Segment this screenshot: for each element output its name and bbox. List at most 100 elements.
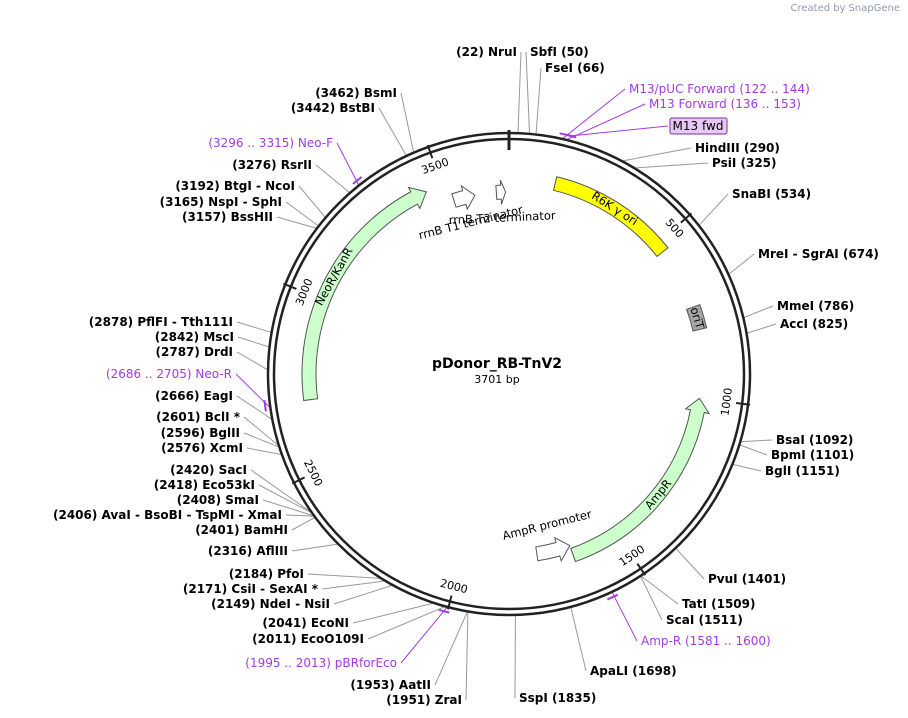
label-mmei[interactable]: MmeI (786): [777, 299, 854, 313]
primer-m13-fwd-box[interactable]: M13 fwd: [669, 117, 728, 135]
label-nspi-sphi[interactable]: (3165) NspI - SphI: [160, 195, 282, 209]
tick-label-1500: 1500: [617, 543, 647, 569]
primer-mark-neo-r[interactable]: [263, 400, 267, 412]
label-aatii[interactable]: (1953) AatII: [350, 678, 431, 692]
feature-label-neor-kanr: NeoR/KanR: [312, 245, 355, 308]
plasmid-name: pDonor_RB-TnV2: [432, 356, 562, 372]
label-bcli[interactable]: (2601) BclI *: [156, 410, 241, 424]
brand-created-by: Created by: [790, 3, 846, 14]
label-bsshii[interactable]: (3157) BssHII: [182, 210, 273, 224]
label-acci[interactable]: AccI (825): [780, 317, 848, 331]
label-bamhi[interactable]: (2401) BamHI: [195, 523, 288, 537]
label-bsai[interactable]: BsaI (1092): [776, 433, 853, 447]
label-avai-bsobi-tspmi-xmai[interactable]: (2406) AvaI - BsoBI - TspMI - XmaI: [53, 508, 282, 522]
leader-xcmi: [246, 447, 281, 455]
leader-bglii: [243, 432, 279, 448]
label-msci[interactable]: (2842) MscI: [155, 330, 234, 344]
tick-label-2000: 2000: [439, 577, 469, 597]
leader-mrei-sgrai: [728, 253, 755, 275]
label-fsei[interactable]: FseI (66): [545, 61, 605, 75]
leader-bsshii: [276, 216, 317, 229]
label-bstbi[interactable]: (3442) BstBI: [291, 101, 375, 115]
label-nrui[interactable]: (22) NruI: [456, 45, 517, 59]
feature-shape-neor-kanr[interactable]: [301, 186, 428, 402]
feature-shape-orit[interactable]: [686, 304, 708, 332]
leader-primer-amp-r: [611, 592, 638, 642]
feature-shape-ampr-promoter[interactable]: [535, 536, 571, 563]
label-rsrii[interactable]: (3276) RsrII: [232, 158, 312, 172]
label-mrei-sgrai[interactable]: MreI - SgrAI (674): [758, 247, 879, 261]
leader-pvui: [675, 548, 705, 580]
leader-bcli: [243, 416, 278, 446]
label-psii[interactable]: PsiI (325): [712, 156, 777, 170]
tick-mark-500: [680, 212, 693, 224]
label-tati[interactable]: TatI (1509): [682, 597, 755, 611]
backbone: [266, 130, 752, 617]
leader-bpmi: [740, 444, 768, 456]
feature-r6k-ori[interactable]: R6K γ ori: [552, 176, 669, 258]
feature-label-ampr-promoter: AmpR promoter: [501, 507, 593, 543]
label-saci[interactable]: (2420) SacI: [170, 463, 247, 477]
leader-bstbi: [378, 107, 407, 156]
label-primer-amp-r[interactable]: Amp-R (1581 .. 1600): [641, 634, 771, 648]
label-pflfi-tth111i[interactable]: (2878) PflFI - Tth111I: [89, 315, 233, 329]
label-ndei-nsii[interactable]: (2149) NdeI - NsiI: [211, 597, 330, 611]
tick-mark-1500: [636, 563, 647, 576]
label-bglii[interactable]: (2596) BglII: [161, 426, 240, 440]
feature-rrnb-t2-terminator[interactable]: rrnB T2 terminator: [448, 179, 556, 227]
feature-ampr[interactable]: AmpR: [570, 397, 711, 563]
brand-name: SnapGene: [848, 3, 900, 14]
label-xcmi[interactable]: (2576) XcmI: [161, 441, 243, 455]
label-afliii[interactable]: (2316) AflIII: [208, 544, 288, 558]
leader-drdi: [236, 351, 268, 370]
label-sbfi[interactable]: SbfI (50): [530, 45, 589, 59]
feature-label-ampr: AmpR: [642, 476, 674, 512]
label-btgi-ncoi[interactable]: (3192) BtgI - NcoI: [175, 179, 295, 193]
feature-shape-rrnb-t1-terminator[interactable]: [451, 184, 476, 211]
label-bgli[interactable]: BglI (1151): [765, 464, 840, 478]
leader-econi: [352, 603, 433, 624]
label-ecoo109i[interactable]: (2011) EcoO109I: [252, 632, 364, 646]
label-sspi[interactable]: SspI (1835): [519, 691, 596, 705]
leader-rsrii: [315, 164, 350, 193]
leader-fsei: [535, 67, 542, 134]
leader-aatii: [434, 612, 468, 686]
label-csii-sexai[interactable]: (2171) CsiI - SexAI *: [183, 582, 319, 596]
tick-mark-1000: [736, 401, 751, 406]
label-snabi[interactable]: SnaBI (534): [732, 187, 811, 201]
label-primer-m13-puc-forward[interactable]: M13/pUC Forward (122 .. 144): [629, 82, 810, 96]
label-primer-neo-f[interactable]: (3296 .. 3315) Neo-F: [208, 136, 333, 150]
label-bsmi[interactable]: (3462) BsmI: [315, 86, 397, 100]
label-primer-pbrforeco[interactable]: (1995 .. 2013) pBRforEco: [245, 656, 397, 670]
label-zrai[interactable]: (1951) ZraI: [386, 693, 462, 707]
primer-mark-m13-fwd[interactable]: [566, 133, 577, 139]
feature-label-orit: oriT: [688, 305, 708, 331]
label-pfoi[interactable]: (2184) PfoI: [229, 567, 304, 581]
leader-mmei: [744, 305, 774, 318]
label-drdi[interactable]: (2787) DrdI: [156, 345, 233, 359]
label-pvui[interactable]: PvuI (1401): [708, 572, 786, 586]
label-scai[interactable]: ScaI (1511): [666, 613, 743, 627]
tick-label-1000: 1000: [719, 387, 735, 416]
primer-mark-neo-f[interactable]: [352, 176, 363, 185]
leader-btgi-ncoi: [298, 185, 326, 218]
label-primer-m13-forward[interactable]: M13 Forward (136 .. 153): [649, 97, 801, 111]
feature-shape-rrnb-t2-terminator[interactable]: [495, 179, 507, 205]
leader-bsai: [741, 439, 773, 443]
feature-orit[interactable]: oriT: [686, 304, 708, 332]
label-smai[interactable]: (2408) SmaI: [177, 493, 259, 507]
label-hindiii[interactable]: HindIII (290): [695, 141, 780, 155]
primer-mark-pbrforeco[interactable]: [438, 608, 450, 614]
label-econi[interactable]: (2041) EcoNI: [262, 616, 349, 630]
primer-mark-amp-r[interactable]: [607, 593, 619, 601]
label-apali[interactable]: ApaLI (1698): [590, 664, 677, 678]
feature-shape-ampr[interactable]: [570, 397, 711, 563]
feature-neor-kanr[interactable]: NeoR/KanR: [301, 186, 428, 402]
leader-scai: [640, 576, 663, 621]
label-eagi[interactable]: (2666) EagI: [155, 389, 233, 403]
label-bpmi[interactable]: BpmI (1101): [771, 448, 854, 462]
label-eco53ki[interactable]: (2418) Eco53kI: [154, 478, 255, 492]
leader-apali: [570, 607, 587, 672]
feature-shape-r6k-ori[interactable]: [552, 176, 669, 258]
label-primer-neo-r[interactable]: (2686 .. 2705) Neo-R: [106, 367, 232, 381]
